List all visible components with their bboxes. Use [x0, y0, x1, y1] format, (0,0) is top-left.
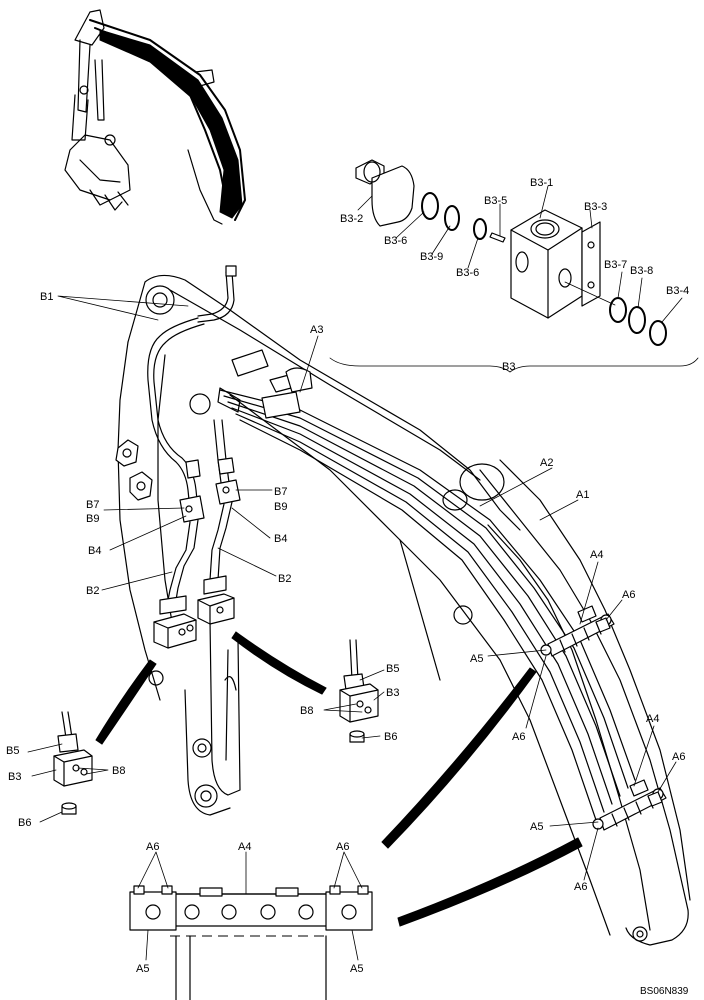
label-b3-5: B3-5 — [484, 195, 507, 207]
upper-hose-clamp — [540, 605, 615, 657]
callout-labels: B1 A3 A2 A1 B7 B9 B4 B2 B7 B9 B4 B2 A4 A… — [6, 177, 689, 997]
label-b3-6-b: B3-6 — [456, 267, 479, 279]
clamp-detail-view — [129, 885, 373, 1000]
label-b4-right: B4 — [274, 533, 287, 545]
label-b3-4: B3-4 — [666, 285, 689, 297]
boom-structure — [115, 265, 691, 946]
lower-hose-clamp — [592, 779, 667, 831]
label-detail-a6-right: A6 — [336, 841, 349, 853]
label-b9-left: B9 — [86, 513, 99, 525]
label-b9-right: B9 — [274, 501, 287, 513]
detail-callout-arrows — [95, 631, 583, 927]
boom-hose-bundle — [217, 349, 636, 821]
label-a4-upper: A4 — [590, 549, 603, 561]
attachment-hoses-b1 — [147, 317, 241, 649]
label-detail-a4: A4 — [238, 841, 251, 853]
drawing-code: BS06N839 — [640, 986, 689, 997]
label-b3-group: B3 — [502, 361, 515, 373]
label-detail-a5-right: A5 — [350, 963, 363, 975]
swivel-block-exploded-view — [329, 159, 699, 373]
label-a6-lower-low: A6 — [574, 881, 587, 893]
label-b5-mid: B5 — [386, 663, 399, 675]
label-b3-left: B3 — [8, 771, 21, 783]
label-a1: A1 — [576, 489, 589, 501]
label-b3-8: B3-8 — [630, 265, 653, 277]
label-b8-left: B8 — [112, 765, 125, 777]
label-a5-upper: A5 — [470, 653, 483, 665]
label-b3-9: B3-9 — [420, 251, 443, 263]
label-a5-lower: A5 — [530, 821, 543, 833]
swivel-detail-left — [53, 711, 93, 815]
label-a6-upper-right: A6 — [622, 589, 635, 601]
label-b3-7: B3-7 — [604, 259, 627, 271]
label-a4-lower: A4 — [646, 713, 659, 725]
label-b2-left: B2 — [86, 585, 99, 597]
label-b8-mid: B8 — [300, 705, 313, 717]
label-b6-mid: B6 — [384, 731, 397, 743]
label-b7-left: B7 — [86, 499, 99, 511]
label-b3-1: B3-1 — [530, 177, 553, 189]
leader-lines — [27, 185, 683, 961]
label-b3-3: B3-3 — [584, 201, 607, 213]
label-b3-6-a: B3-6 — [384, 235, 407, 247]
label-b2-right: B2 — [278, 573, 291, 585]
label-a6-lower-right: A6 — [672, 751, 685, 763]
label-a2: A2 — [540, 457, 553, 469]
label-detail-a5-left: A5 — [136, 963, 149, 975]
excavator-arm-thumbnail — [64, 9, 246, 225]
label-b4-left: B4 — [88, 545, 101, 557]
label-b1: B1 — [40, 291, 53, 303]
label-detail-a6-left: A6 — [146, 841, 159, 853]
label-b5-left: B5 — [6, 745, 19, 757]
label-b3-2: B3-2 — [340, 213, 363, 225]
label-b3-mid: B3 — [386, 687, 399, 699]
label-b6-left: B6 — [18, 817, 31, 829]
label-a3: A3 — [310, 324, 323, 336]
label-a6-upper-low: A6 — [512, 731, 525, 743]
label-b7-right: B7 — [274, 486, 287, 498]
swivel-detail-mid — [339, 639, 379, 743]
